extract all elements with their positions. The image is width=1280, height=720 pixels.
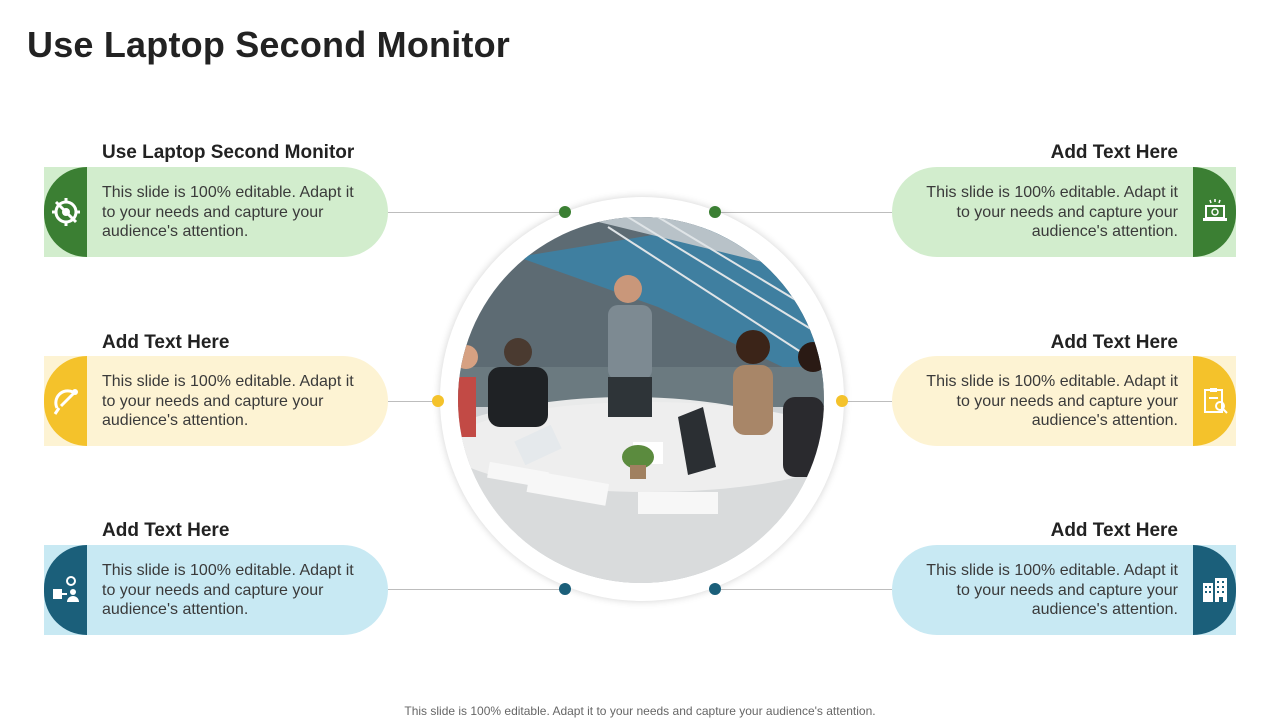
icon-cap	[1193, 167, 1236, 257]
connector-line	[388, 212, 565, 213]
clipboard-search-icon	[1203, 388, 1228, 414]
connector-line	[388, 401, 438, 402]
item-card: This slide is 100% editable. Adapt it to…	[44, 545, 388, 635]
slide-title: Use Laptop Second Monitor	[27, 24, 511, 65]
connector-line	[388, 589, 565, 590]
item-heading: Add Text Here	[102, 332, 230, 353]
item-card: This slide is 100% editable. Adapt it to…	[892, 167, 1236, 257]
connector-line	[842, 401, 892, 402]
office-building-icon	[1202, 578, 1227, 602]
workflow-people-icon	[52, 576, 79, 602]
item-heading: Use Laptop Second Monitor	[102, 142, 355, 163]
icon-cap	[44, 167, 87, 257]
icon-cap	[1193, 356, 1236, 446]
team-meeting-photo	[458, 217, 824, 583]
item-body: This slide is 100% editable. Adapt it to…	[926, 184, 1178, 240]
connector-line	[715, 589, 892, 590]
item-card: This slide is 100% editable. Adapt it to…	[892, 356, 1236, 446]
connector-dot	[559, 206, 571, 218]
item-card: This slide is 100% editable. Adapt it to…	[892, 545, 1236, 635]
item-body: This slide is 100% editable. Adapt it to…	[102, 373, 354, 429]
item-card: This slide is 100% editable. Adapt it to…	[44, 356, 388, 446]
icon-cap	[44, 545, 87, 635]
icon-cap	[1193, 545, 1236, 635]
connector-line	[715, 212, 892, 213]
item-body: This slide is 100% editable. Adapt it to…	[926, 562, 1178, 618]
icon-cap	[44, 356, 87, 446]
connector-dot	[836, 395, 848, 407]
item-card: This slide is 100% editable. Adapt it to…	[44, 167, 388, 257]
satellite-dish-icon	[53, 389, 78, 415]
item-body: This slide is 100% editable. Adapt it to…	[102, 184, 354, 240]
connector-dot	[709, 206, 721, 218]
laptop-settings-icon	[1202, 199, 1227, 221]
item-heading: Add Text Here	[1050, 142, 1178, 163]
connector-dot	[709, 583, 721, 595]
item-heading: Add Text Here	[1050, 332, 1178, 353]
item-body: This slide is 100% editable. Adapt it to…	[102, 562, 354, 618]
item-heading: Add Text Here	[102, 520, 230, 541]
connector-dot	[559, 583, 571, 595]
gear-wrench-icon	[51, 198, 80, 226]
item-heading: Add Text Here	[1050, 520, 1178, 541]
footer-note: This slide is 100% editable. Adapt it to…	[404, 704, 876, 718]
item-body: This slide is 100% editable. Adapt it to…	[926, 373, 1178, 429]
connector-dot	[432, 395, 444, 407]
